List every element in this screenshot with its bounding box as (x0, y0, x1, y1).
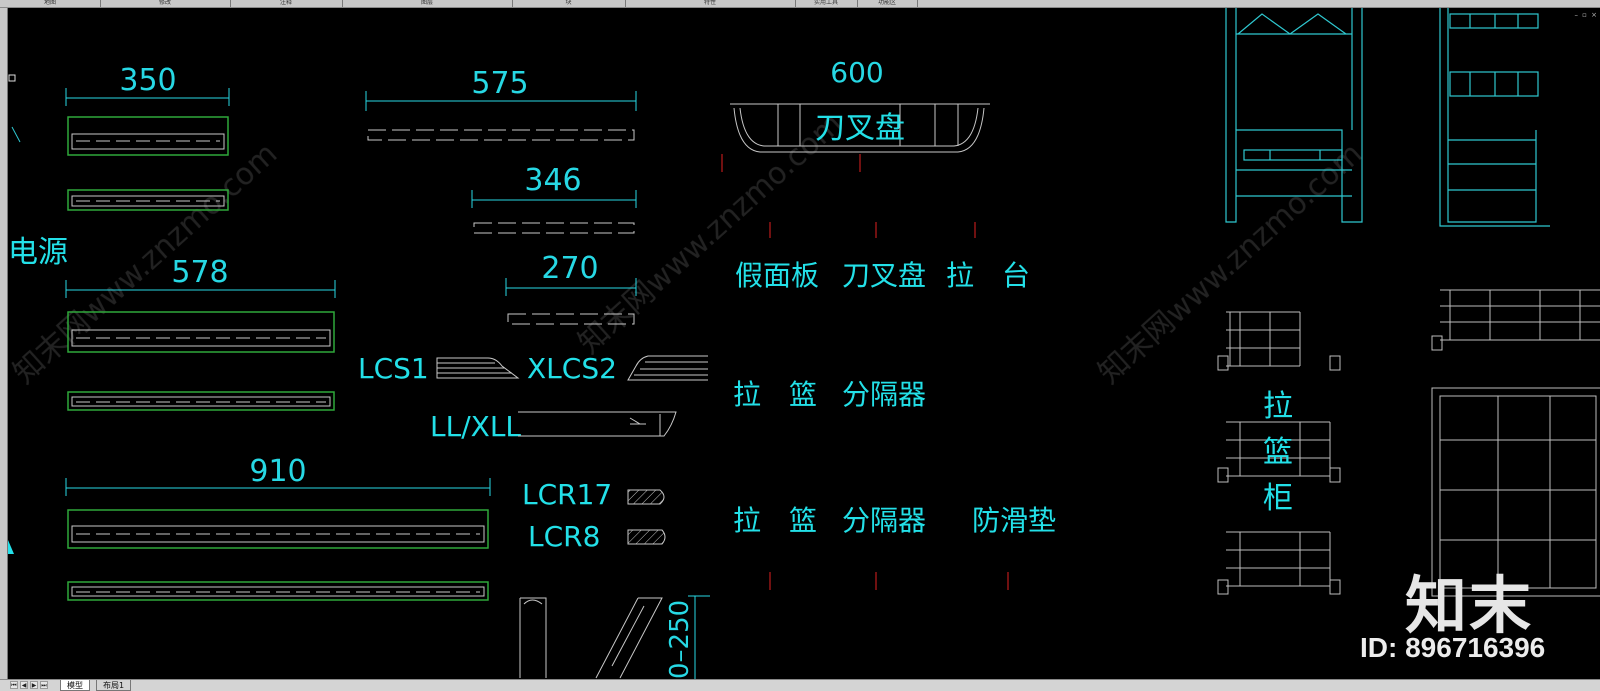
dim-575-group: 575 (365, 66, 637, 141)
cabinet-elevation-left (1225, 8, 1363, 223)
layout-tabs-bar: ⏮ ◀ ▶ ⏭ 模型 布局1 (0, 679, 1600, 691)
left-edge-bar (0, 8, 8, 679)
partial-handle-parts (519, 597, 663, 679)
ribbon-tab-annotate[interactable]: 注释 (230, 0, 343, 7)
tab-layout1[interactable]: 布局1 (96, 680, 132, 691)
red-marks-row1 (721, 154, 976, 238)
ribbon-tab-block[interactable]: 块 (512, 0, 626, 7)
label-power: 电源 (8, 235, 68, 270)
label-antislip: 防滑垫 (972, 504, 1056, 537)
ribbon-tab-draw[interactable]: 地图 (0, 0, 101, 7)
tray-600-section (730, 103, 990, 153)
tray-350-top (67, 116, 229, 156)
profile-lcr8 (627, 529, 666, 545)
label-basket-1: 拉 篮 (733, 378, 817, 411)
tray-578-bottom (67, 391, 335, 411)
dim-250-group: 0–250 (665, 595, 710, 679)
ribbon-tab-properties[interactable]: 特性 (625, 0, 796, 7)
dim-270-text: 270 (541, 251, 598, 286)
dim-250-text: 0–250 (665, 600, 695, 679)
ribbon-tab-modify[interactable]: 修改 (100, 0, 231, 7)
label-knife-tray: 刀叉盘 (842, 259, 926, 292)
ribbon-tab-panel[interactable]: 功能区 (857, 0, 918, 7)
dim-910-text: 910 (249, 454, 306, 489)
ribbon-tab-layers[interactable]: 图层 (342, 0, 513, 7)
tray-910-top (67, 509, 489, 549)
red-marks-row2 (769, 572, 1009, 590)
label-knife-tray-top: 刀叉盘 (815, 111, 905, 146)
ribbon-panel-strip: 地图 修改 注释 图层 块 特性 实用工具 功能区 (0, 0, 1600, 8)
edge-line (11, 126, 21, 143)
label-lcr8: LCR8 (528, 520, 600, 553)
profile-lcr17 (627, 489, 665, 505)
ribbon-tab-utilities[interactable]: 实用工具 (795, 0, 858, 7)
dim-578-group: 578 (65, 255, 336, 298)
dim-575-text: 575 (471, 66, 528, 101)
label-cabinet-3: 柜 (1263, 481, 1293, 516)
tray-578-top (67, 311, 335, 353)
label-basket-2: 拉 篮 (733, 504, 817, 537)
dim-600-text: 600 (830, 56, 883, 89)
watermark-id: ID: 896716396 (1360, 632, 1546, 663)
dim-910-group: 910 (65, 454, 491, 496)
dim-346-group: 346 (471, 163, 637, 234)
next-tab-icon[interactable]: ▶ (30, 681, 38, 689)
prev-tab-icon[interactable]: ◀ (20, 681, 28, 689)
tray-910-bottom (67, 581, 489, 601)
label-lcr17: LCR17 (522, 478, 612, 511)
label-cabinet-1: 拉 (1263, 389, 1293, 424)
basket-plan-views (1217, 289, 1600, 597)
label-lcs1: LCS1 (358, 352, 429, 385)
profile-xlcs2 (627, 355, 708, 381)
dim-270-group: 270 (505, 251, 637, 325)
label-fake-panel: 假面板 (735, 259, 819, 292)
label-llxll: LL/XLL (430, 410, 521, 443)
profile-lcs1 (436, 357, 520, 379)
dim-350-group: 350 (65, 63, 230, 106)
cabinet-elevation-right (1439, 8, 1550, 227)
dim-350-text: 350 (119, 63, 176, 98)
first-tab-icon[interactable]: ⏮ (10, 681, 18, 689)
last-tab-icon[interactable]: ⏭ (40, 681, 48, 689)
label-cabinet-2: 篮 (1263, 435, 1293, 470)
dim-346-text: 346 (524, 163, 581, 198)
tray-350-bottom (67, 189, 229, 211)
watermark-url-2: 知末网www.znzmo.com (572, 106, 849, 361)
cad-model-space[interactable]: 知末网www.znzmo.com 知末网www.znzmo.com 知末网www… (8, 8, 1600, 679)
label-xlcs2: XLCS2 (527, 352, 617, 385)
viewport-window-controls[interactable]: – ▫ × (1574, 11, 1598, 19)
label-divider-2: 分隔器 (842, 504, 926, 537)
ucs-marker (8, 74, 16, 82)
tab-model[interactable]: 模型 (60, 680, 90, 691)
profile-llxll (518, 411, 677, 437)
watermark-logo: 知末 (1405, 569, 1534, 642)
label-divider-1: 分隔器 (842, 378, 926, 411)
label-pull-table: 拉 台 (946, 259, 1030, 292)
watermark-url-3: 知末网www.znzmo.com (1092, 136, 1369, 391)
ucs-icon (8, 540, 14, 554)
dim-578-text: 578 (171, 255, 228, 290)
